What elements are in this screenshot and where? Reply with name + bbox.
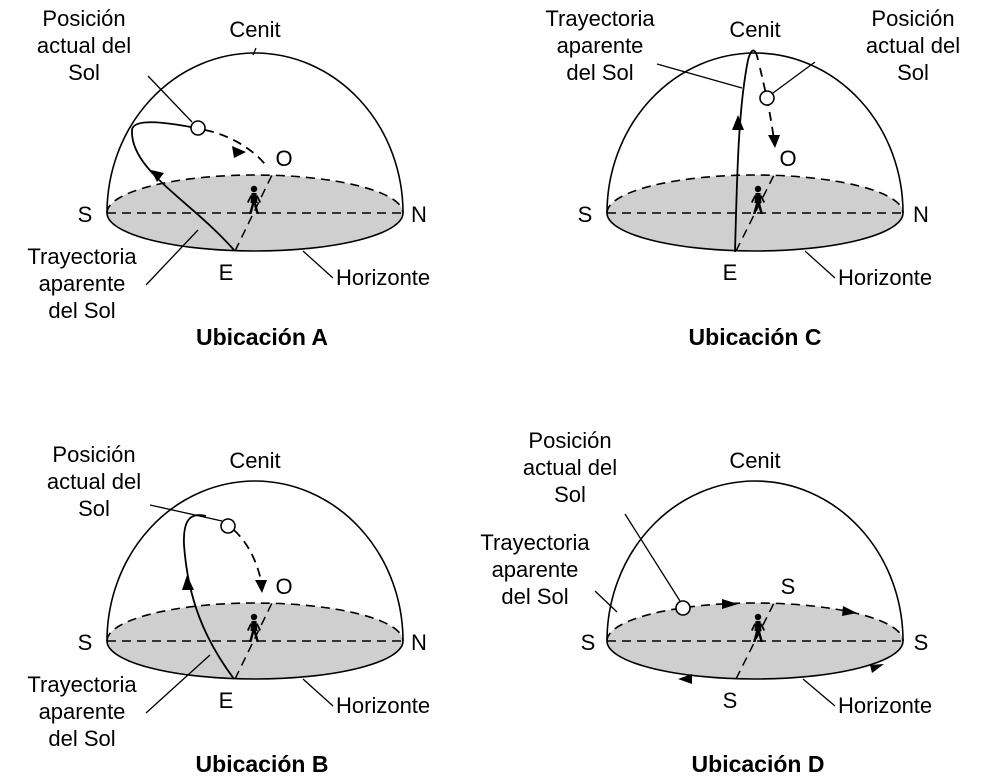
horizon-leader — [303, 679, 333, 706]
sun-path-label-1: Trayectoria — [545, 6, 655, 31]
sun-path-label-2: aparente — [39, 271, 126, 296]
sun-position-label-2: actual del — [866, 33, 960, 58]
sun-position-leader — [625, 514, 680, 601]
zenith-label: Cenit — [729, 448, 780, 473]
sun-path-label-3: del Sol — [48, 298, 115, 323]
west-label: O — [275, 146, 292, 171]
sun-position-label-1: Posición — [871, 6, 954, 31]
west-label: O — [779, 146, 796, 171]
sun-path-label-1: Trayectoria — [27, 672, 137, 697]
north-label: N — [411, 630, 427, 655]
sun-path-label-1: Trayectoria — [480, 530, 590, 555]
panel-b-title: Ubicación B — [196, 751, 329, 777]
horizon-label: Horizonte — [336, 265, 430, 290]
panel-d-title: Ubicación D — [692, 751, 825, 777]
horizon-label: Horizonte — [838, 693, 932, 718]
sun-position-label-1: Posición — [42, 6, 125, 31]
sun-marker-icon — [760, 91, 774, 105]
sun-position-label-3: Sol — [78, 496, 110, 521]
north-label: N — [411, 202, 427, 227]
sun-path-label-3: del Sol — [501, 584, 568, 609]
path-arrow — [182, 575, 194, 590]
panel-b: Cenit S N O E Horizonte Posición actual … — [27, 442, 430, 777]
sun-marker-icon — [221, 519, 235, 533]
path-arrow — [678, 674, 692, 684]
sun-path-label-2: aparente — [557, 33, 644, 58]
zenith-label: Cenit — [729, 17, 780, 42]
east-label: E — [219, 688, 234, 713]
sun-path-label-1: Trayectoria — [27, 244, 137, 269]
horizon-leader — [803, 679, 835, 706]
north-label: N — [913, 202, 929, 227]
sun-path-remaining — [234, 530, 262, 585]
sun-path-leader — [657, 64, 742, 88]
south-label-near: S — [723, 688, 738, 713]
sun-marker-icon — [676, 601, 690, 615]
path-arrow — [732, 115, 744, 130]
panel-c-title: Ubicación C — [689, 324, 822, 350]
sun-path-label-3: del Sol — [566, 60, 633, 85]
path-arrow — [255, 580, 267, 593]
south-label: S — [78, 630, 93, 655]
panel-c: Cenit S N O E Horizonte Posición actual … — [545, 6, 960, 350]
sun-position-label-3: Sol — [897, 60, 929, 85]
sun-path-label-2: aparente — [492, 557, 579, 582]
panel-a: Cenit S N O E Horizonte Posición actual … — [27, 6, 430, 350]
sun-marker-icon — [191, 121, 205, 135]
horizon-leader — [303, 251, 333, 278]
horizon-label: Horizonte — [838, 265, 932, 290]
south-label-right: S — [914, 630, 929, 655]
sun-position-label-3: Sol — [554, 482, 586, 507]
sun-position-label-3: Sol — [68, 60, 100, 85]
path-arrow — [768, 135, 780, 148]
east-label: E — [219, 260, 234, 285]
sun-position-label-2: actual del — [37, 33, 131, 58]
horizon-label: Horizonte — [336, 693, 430, 718]
west-label: O — [275, 574, 292, 599]
south-label: S — [578, 202, 593, 227]
zenith-label: Cenit — [229, 17, 280, 42]
sun-position-label-2: actual del — [523, 455, 617, 480]
panel-a-title: Ubicación A — [196, 324, 328, 350]
sun-position-label-1: Posición — [52, 442, 135, 467]
path-arrow — [232, 146, 246, 158]
horizon-leader — [805, 251, 835, 278]
zenith-leader — [253, 48, 256, 55]
sun-path-label-2: aparente — [39, 699, 126, 724]
south-label: S — [78, 202, 93, 227]
sun-path-label-3: del Sol — [48, 726, 115, 751]
path-arrow — [151, 170, 164, 182]
east-label: E — [723, 260, 738, 285]
sun-position-leader — [773, 62, 815, 93]
sun-position-label-1: Posición — [528, 428, 611, 453]
zenith-label: Cenit — [229, 448, 280, 473]
panel-d: Cenit S S S S Horizonte Posición actual … — [480, 428, 932, 777]
south-label-left: S — [581, 630, 596, 655]
south-label-far: S — [781, 574, 796, 599]
sun-position-label-2: actual del — [47, 469, 141, 494]
path-arrow — [870, 664, 884, 673]
